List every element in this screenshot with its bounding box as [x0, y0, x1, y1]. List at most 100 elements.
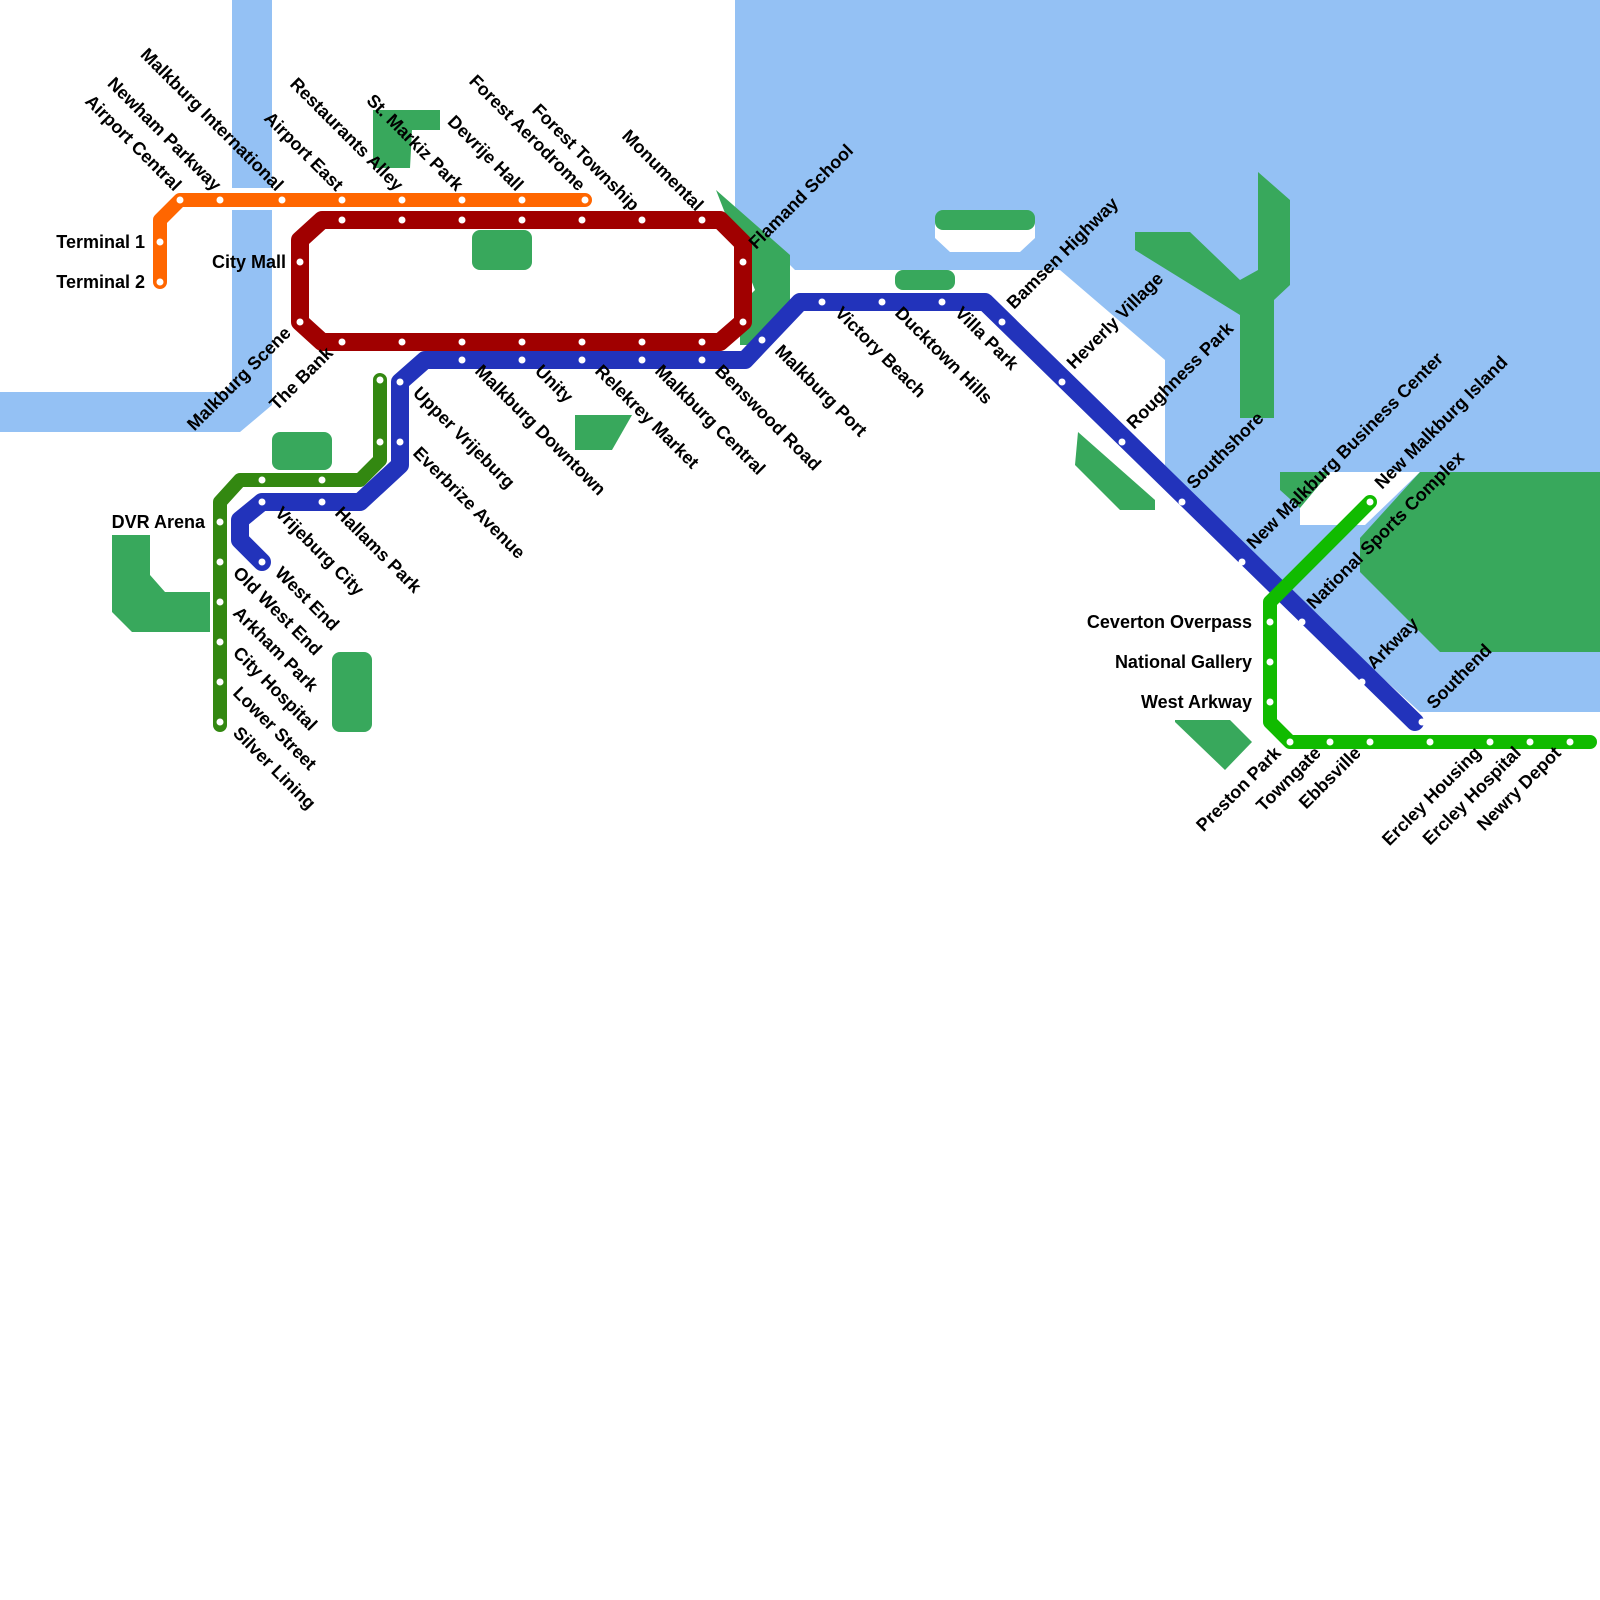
station-dot-ercley-hospital[interactable] [1526, 738, 1534, 746]
station-dot-city-hospital[interactable] [216, 638, 224, 646]
station-dot-heverly-village[interactable] [1058, 378, 1066, 386]
label-terminal-2: Terminal 2 [56, 272, 145, 292]
station-dot-arkway[interactable] [1358, 678, 1366, 686]
label-ceverton-overpass: Ceverton Overpass [1087, 612, 1252, 632]
park-bay-strip [895, 270, 955, 290]
station-dot-airport-east[interactable] [338, 196, 346, 204]
station-dot-villa-park[interactable] [938, 298, 946, 306]
park-southshore [1280, 472, 1330, 508]
station-dot-national-gallery[interactable] [1266, 658, 1274, 666]
station-dot-malkburg-international[interactable] [278, 196, 286, 204]
park-preston [1175, 720, 1252, 770]
station-dot-dg-2[interactable] [376, 438, 384, 446]
park-relekrey [575, 415, 632, 450]
station-dot-dg-4[interactable] [258, 476, 266, 484]
station-dot-dvr-arena[interactable] [216, 518, 224, 526]
station-dot-forest-aerodrome[interactable] [581, 196, 589, 204]
park-island-green [935, 210, 1035, 230]
stations-layer [156, 196, 1574, 746]
line-darkgreen [213, 373, 387, 732]
station-dot-relekrey-market[interactable] [578, 356, 586, 364]
station-dot-everbrize-avenue[interactable] [396, 438, 404, 446]
station-dot-preston-park[interactable] [1286, 738, 1294, 746]
station-dot-flamand-school[interactable] [739, 258, 747, 266]
station-dot-benswood-road[interactable] [698, 356, 706, 364]
station-dot-ebbsville[interactable] [1366, 738, 1374, 746]
station-dot-red-1[interactable] [338, 216, 346, 224]
station-dot-new-malkburg-business-center[interactable] [1238, 558, 1246, 566]
station-dot-west-arkway[interactable] [1266, 698, 1274, 706]
station-dot-airport-central[interactable] [176, 196, 184, 204]
station-dot-st-markiz-park[interactable] [458, 196, 466, 204]
station-dot-malkburg-port[interactable] [758, 336, 766, 344]
station-dot-red-4[interactable] [518, 216, 526, 224]
park-sports-complex [1360, 472, 1600, 652]
station-dot-terminal-1[interactable] [156, 238, 164, 246]
station-dot-old-west-end[interactable] [216, 558, 224, 566]
station-dot-bamsen-highway[interactable] [998, 318, 1006, 326]
line-blue [231, 293, 1424, 731]
station-dot-west-end[interactable] [258, 558, 266, 566]
park-west-a [272, 432, 332, 470]
water-river [0, 0, 272, 432]
station-dot-red-2[interactable] [398, 216, 406, 224]
station-dot-ducktown-hills[interactable] [878, 298, 886, 306]
label-national-gallery: National Gallery [1115, 652, 1252, 672]
station-dot-southend[interactable] [1418, 718, 1426, 726]
station-dot-dg-1[interactable] [376, 376, 384, 384]
station-dot-red-s5[interactable] [578, 338, 586, 346]
station-dot-green-mid[interactable] [1426, 738, 1434, 746]
station-dot-roughness-park[interactable] [1118, 438, 1126, 446]
station-dot-upper-vrijeburg[interactable] [396, 378, 404, 386]
label-malkburg-central: Malkburg Central [651, 361, 769, 479]
label-west-arkway: West Arkway [1141, 692, 1252, 712]
park-heverly [1075, 432, 1155, 510]
park-roughness [1135, 172, 1290, 418]
station-dot-newham-parkway[interactable] [216, 196, 224, 204]
station-dot-towngate[interactable] [1326, 738, 1334, 746]
station-dot-red-s7[interactable] [698, 338, 706, 346]
station-dot-restaurants-alley[interactable] [398, 196, 406, 204]
station-dot-newry-depot[interactable] [1566, 738, 1574, 746]
station-dot-lower-street[interactable] [216, 678, 224, 686]
label-city-mall: City Mall [212, 252, 286, 272]
station-dot-dg-3[interactable] [318, 476, 326, 484]
station-dot-ceverton-overpass[interactable] [1266, 618, 1274, 626]
station-dot-terminal-2[interactable] [156, 278, 164, 286]
station-dot-silver-lining[interactable] [216, 718, 224, 726]
station-dot-victory-beach[interactable] [818, 298, 826, 306]
label-terminal-1: Terminal 1 [56, 232, 145, 252]
station-dot-red-3[interactable] [458, 216, 466, 224]
station-dot-red-monument-east[interactable] [698, 216, 706, 224]
station-dot-red-s3[interactable] [458, 338, 466, 346]
station-dot-malkburg-central[interactable] [638, 356, 646, 364]
station-dot-arkham-park[interactable] [216, 598, 224, 606]
station-dot-monumental[interactable] [638, 216, 646, 224]
station-dot-malkburg-downtown[interactable] [458, 356, 466, 364]
station-dot-red-s4[interactable] [518, 338, 526, 346]
station-dot-ercley-housing[interactable] [1486, 738, 1494, 746]
station-dot-hallams-park[interactable] [318, 498, 326, 506]
park-west-b [112, 535, 210, 632]
station-dot-forest-township[interactable] [578, 216, 586, 224]
station-dot-red-s6[interactable] [638, 338, 646, 346]
park-inner-loop [472, 230, 532, 270]
station-dot-southshore[interactable] [1178, 498, 1186, 506]
station-dot-city-mall[interactable] [296, 258, 304, 266]
park-north [373, 110, 440, 168]
park-layer [112, 110, 1600, 770]
station-dot-vrijeburg-city[interactable] [258, 498, 266, 506]
station-dot-the-bank[interactable] [338, 338, 346, 346]
station-dot-red-east-low[interactable] [739, 318, 747, 326]
station-dot-national-sports-complex[interactable] [1298, 618, 1306, 626]
land-cut-south [1300, 472, 1420, 525]
station-dot-devrije-hall[interactable] [518, 196, 526, 204]
station-dot-red-s2[interactable] [398, 338, 406, 346]
station-dot-malkburg-scene[interactable] [296, 318, 304, 326]
station-dot-new-malkburg-island[interactable] [1366, 498, 1374, 506]
label-everbrize-avenue: Everbrize Avenue [409, 443, 529, 563]
station-dot-unity[interactable] [518, 356, 526, 364]
park-west-c [332, 652, 372, 732]
